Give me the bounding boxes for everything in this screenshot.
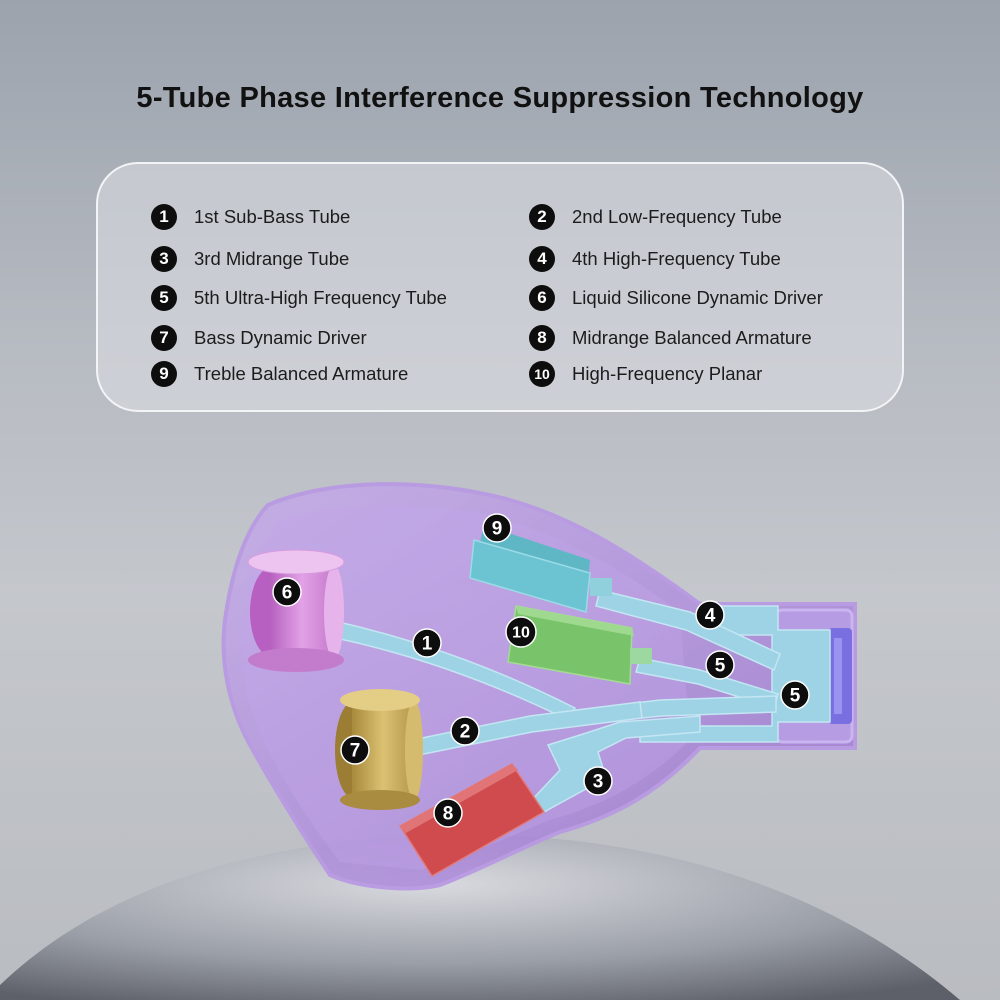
sound-tubes <box>325 589 831 813</box>
legend-label: 3rd Midrange Tube <box>194 248 350 269</box>
callout-8: 8 <box>433 798 463 828</box>
callout-3: 3 <box>583 766 613 796</box>
svg-text:1: 1 <box>422 634 433 655</box>
legend-number-badge: 9 <box>151 361 177 387</box>
callout-5-right: 5 <box>780 680 810 710</box>
legend-item-9: 9 Treble Balanced Armature <box>151 361 408 387</box>
svg-text:10: 10 <box>512 625 530 642</box>
callout-5-upper: 5 <box>705 650 735 680</box>
legend-number-badge: 3 <box>151 246 177 272</box>
svg-text:8: 8 <box>443 804 454 825</box>
legend-number-badge: 4 <box>529 246 555 272</box>
tube-main-channel <box>639 605 831 743</box>
driver-7-bass-dynamic <box>335 689 423 810</box>
svg-text:5: 5 <box>790 686 801 707</box>
legend-label: Liquid Silicone Dynamic Driver <box>572 287 823 308</box>
legend-item-4: 4 4th High-Frequency Tube <box>529 246 781 272</box>
legend-label: Bass Dynamic Driver <box>194 327 367 348</box>
legend-label: Treble Balanced Armature <box>194 363 409 384</box>
legend-item-1: 1 1st Sub-Bass Tube <box>151 204 350 230</box>
legend-label: 5th Ultra-High Frequency Tube <box>194 287 447 308</box>
svg-text:5: 5 <box>715 656 726 677</box>
legend-item-8: 8 Midrange Balanced Armature <box>529 325 812 351</box>
legend-item-3: 3 3rd Midrange Tube <box>151 246 349 272</box>
callout-2: 2 <box>450 716 480 746</box>
callout-6: 6 <box>272 577 302 607</box>
legend-label: 4th High-Frequency Tube <box>572 248 781 269</box>
legend-item-2: 2 2nd Low-Frequency Tube <box>529 204 782 230</box>
page-title: 5-Tube Phase Interference Suppression Te… <box>136 82 864 114</box>
floor-sphere <box>0 835 960 1000</box>
driver-6-liquid-silicone <box>247 549 345 672</box>
driver-9-treble-ba <box>469 525 612 613</box>
legend-number-badge: 10 <box>529 361 555 387</box>
callout-7: 7 <box>340 735 370 765</box>
svg-text:4: 4 <box>705 606 716 627</box>
legend-item-10: 10 High-Frequency Planar <box>529 361 762 387</box>
svg-text:2: 2 <box>460 722 471 743</box>
legend-number-badge: 8 <box>529 325 555 351</box>
driver-8-midrange-ba <box>398 763 546 878</box>
svg-text:7: 7 <box>350 741 361 762</box>
legend-item-6: 6 Liquid Silicone Dynamic Driver <box>529 285 823 311</box>
legend-panel: 1 1st Sub-Bass Tube 2 2nd Low-Frequency … <box>96 162 904 412</box>
legend-number-badge: 5 <box>151 285 177 311</box>
legend-item-7: 7 Bass Dynamic Driver <box>151 325 367 351</box>
svg-text:9: 9 <box>492 519 503 540</box>
legend-label: Midrange Balanced Armature <box>572 327 812 348</box>
tube-4-high-frequency <box>595 589 781 672</box>
svg-text:6: 6 <box>282 583 293 604</box>
legend-number-badge: 7 <box>151 325 177 351</box>
legend-label: High-Frequency Planar <box>572 363 763 384</box>
callout-9: 9 <box>482 513 512 543</box>
legend-number-badge: 2 <box>529 204 555 230</box>
legend-label: 1st Sub-Bass Tube <box>194 206 351 227</box>
legend-number-badge: 1 <box>151 204 177 230</box>
nozzle-filter-highlight <box>834 638 842 714</box>
legend-item-5: 5 5th Ultra-High Frequency Tube <box>151 285 447 311</box>
svg-text:3: 3 <box>593 772 604 793</box>
callout-4: 4 <box>695 600 725 630</box>
callout-10: 10 <box>505 616 537 648</box>
callout-1: 1 <box>412 628 442 658</box>
legend-label: 2nd Low-Frequency Tube <box>572 206 782 227</box>
legend-number-badge: 6 <box>529 285 555 311</box>
